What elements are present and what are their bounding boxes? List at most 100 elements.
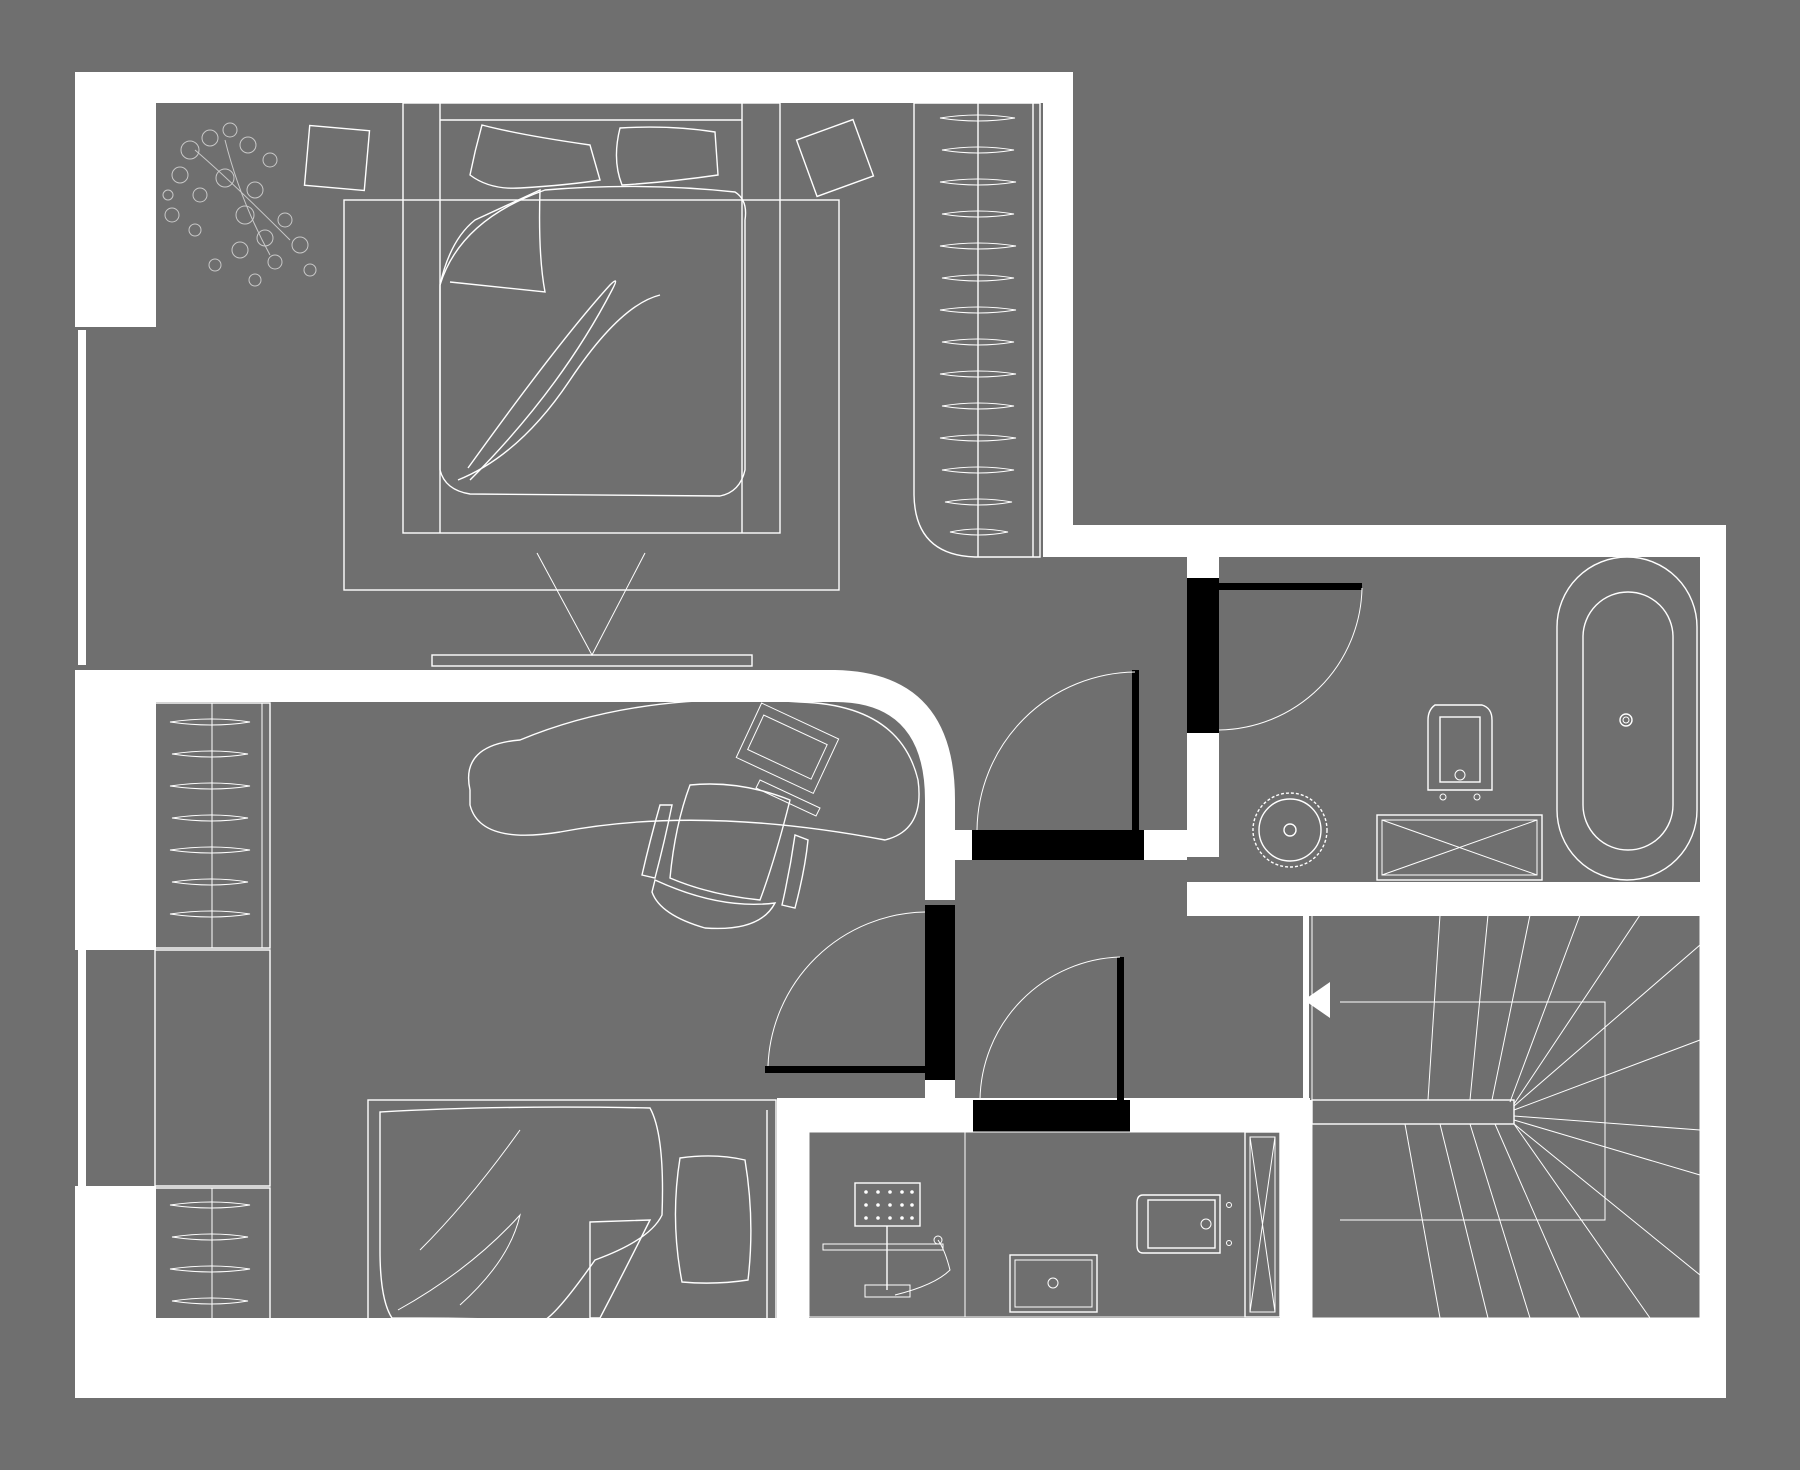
- shower-hose: [894, 1239, 951, 1296]
- door-bedroom1-leaf[interactable]: [1132, 670, 1139, 832]
- window-left-upper: [78, 330, 86, 665]
- hangers-bedroom1: [939, 114, 1017, 536]
- stair-handrail: [1340, 1001, 1606, 1221]
- single-bed-frame: [367, 1099, 777, 1329]
- door-bath2-leaf[interactable]: [1117, 957, 1124, 1102]
- study: [154, 698, 920, 1329]
- shower-jets: [864, 1190, 914, 1220]
- laptop-icon: [735, 702, 840, 817]
- wall-bedroom2-right: [777, 1100, 809, 1318]
- staircase: [1304, 914, 1701, 1319]
- wall-left-mid: [75, 670, 156, 950]
- bedroom-1: [162, 102, 1041, 667]
- desk: [468, 698, 920, 841]
- bath2-cabinet-x2: [1249, 1136, 1276, 1313]
- sink-2-inner: [1014, 1259, 1093, 1308]
- wall-right: [1700, 525, 1726, 1398]
- bath2-cabinet-inner: [1249, 1136, 1276, 1313]
- single-bed-pillow: [674, 1155, 752, 1284]
- toilet-2-fix-b: [1226, 1240, 1232, 1246]
- vanity-1: [1376, 814, 1543, 881]
- stair-landing: [1311, 1099, 1515, 1125]
- wall-bath2-top: [777, 1098, 977, 1132]
- door-bath2-swing: [979, 956, 1121, 1101]
- single-bed-crease: [397, 1213, 521, 1311]
- vanity-1-x2: [1381, 819, 1538, 876]
- rug: [343, 199, 840, 591]
- pillow-right: [615, 126, 719, 186]
- door-bath1-jamb[interactable]: [1187, 578, 1219, 733]
- sink-2-drain: [1047, 1277, 1059, 1289]
- wall-top-left: [75, 72, 1073, 103]
- round-basket-inner: [1258, 798, 1322, 862]
- toilet-2-flush: [1200, 1218, 1212, 1230]
- sink-2: [1009, 1254, 1098, 1313]
- walls: [75, 72, 1726, 1398]
- wall-top-right: [1043, 525, 1726, 557]
- chair-back: [651, 879, 777, 930]
- bathtub-inner: [1582, 591, 1674, 851]
- shower-shelf: [822, 1243, 944, 1251]
- nightstand-left: [303, 124, 371, 192]
- chair-arm-right: [781, 834, 809, 909]
- toilet-2-fix-t: [1226, 1202, 1232, 1208]
- toilet-1-seat: [1439, 716, 1481, 783]
- doors: [765, 578, 1363, 1132]
- cabinet-study-mid: [154, 949, 271, 1187]
- bathtub-drain-inner: [1622, 716, 1630, 724]
- shower-handle: [933, 1235, 943, 1245]
- door-bath2-sill[interactable]: [973, 1100, 1130, 1132]
- door-bath1-leaf[interactable]: [1217, 583, 1362, 590]
- chair: [669, 783, 791, 901]
- wall-bottom: [75, 1318, 1726, 1398]
- vanity-1-inner: [1381, 819, 1538, 876]
- door-study-leaf[interactable]: [765, 1066, 927, 1073]
- toilet-1-flush: [1454, 769, 1466, 781]
- stair-treads: [1404, 914, 1701, 1319]
- wall-bath2-right: [1280, 1100, 1312, 1318]
- duvet: [439, 185, 747, 497]
- bathroom-2: [808, 1131, 1281, 1318]
- bathroom-1: [1252, 556, 1698, 881]
- wall-bedroom1-study: [75, 670, 955, 820]
- pillow-left: [469, 124, 601, 189]
- wall-left-lower: [75, 1186, 156, 1398]
- bath2-cabinet: [1244, 1131, 1281, 1318]
- plant-icon: [162, 122, 317, 287]
- hangers-study: [169, 718, 251, 918]
- toilet-1-fix-l: [1439, 793, 1447, 801]
- wall-stair-left: [1303, 915, 1309, 1100]
- duvet-fold: [439, 188, 546, 293]
- nightstand-right: [795, 118, 875, 198]
- door-bedroom1-swing: [976, 671, 1136, 831]
- bathtub-outer: [1556, 556, 1698, 881]
- bed-frame: [402, 102, 781, 534]
- toilet-2-seat: [1147, 1199, 1216, 1249]
- tv-view-cone: [536, 552, 646, 657]
- duvet-crease-1: [457, 294, 661, 481]
- window-left-lower: [78, 950, 86, 1186]
- wall-bath1-bottom: [1187, 882, 1726, 916]
- wall-left-upper: [75, 72, 156, 327]
- shower-mixer: [864, 1284, 911, 1298]
- triangle-left-icon: [1304, 982, 1330, 1018]
- single-bed-crease-2: [419, 1129, 521, 1251]
- chair-arm-left: [641, 804, 673, 879]
- bedroom-2: [367, 1099, 777, 1329]
- hangers-study-lower: [169, 1201, 251, 1305]
- round-basket: [1252, 792, 1328, 868]
- door-bath1-swing: [1218, 587, 1363, 731]
- wall-study-right: [925, 820, 955, 900]
- duvet-crease-2: [467, 280, 617, 481]
- single-bed-fold: [589, 1219, 652, 1319]
- door-bedroom1-sill[interactable]: [972, 830, 1144, 860]
- toilet-2: [1136, 1194, 1221, 1254]
- wardrobe-bedroom1: [913, 102, 1041, 558]
- round-basket-center: [1283, 823, 1297, 837]
- toilet-1-fix-r: [1473, 793, 1481, 801]
- single-bed-duvet: [379, 1106, 664, 1321]
- wall-bedroom1-right: [1043, 72, 1073, 527]
- door-study-jamb[interactable]: [925, 905, 955, 1080]
